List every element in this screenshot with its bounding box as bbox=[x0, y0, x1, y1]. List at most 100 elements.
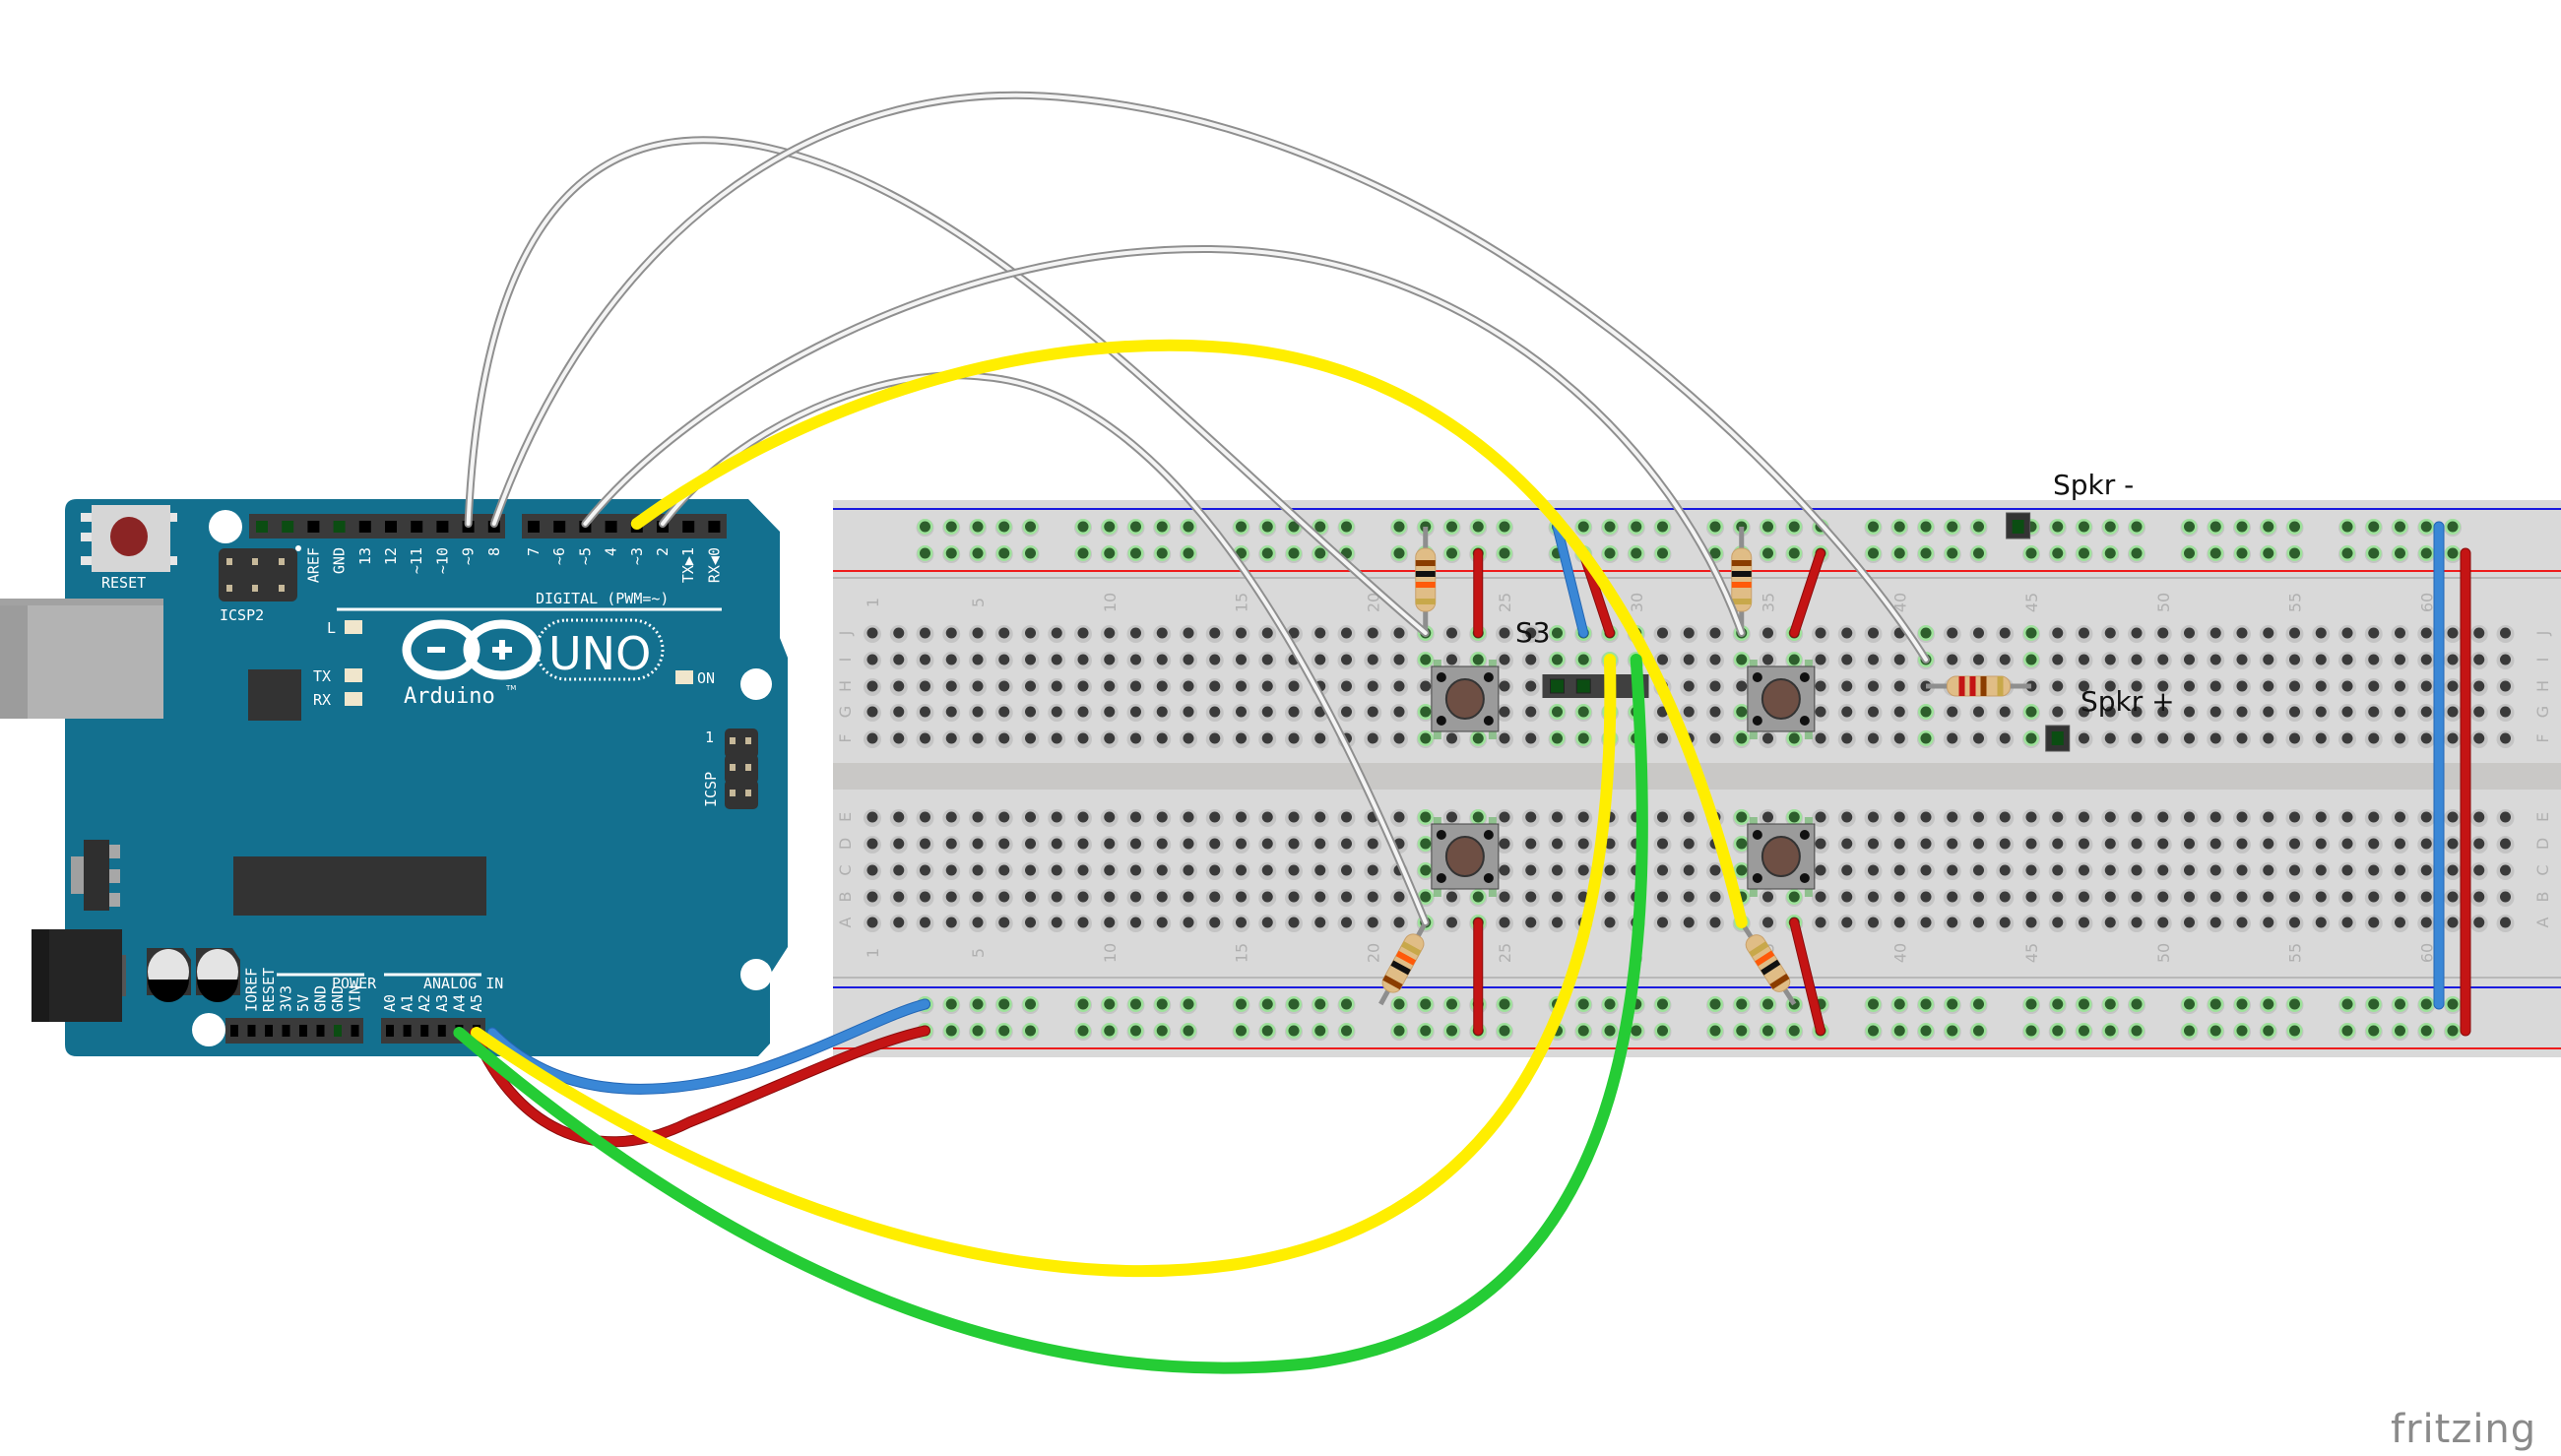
breadboard-hole[interactable] bbox=[1920, 917, 1932, 928]
breadboard-hole[interactable] bbox=[1341, 627, 1352, 639]
breadboard-hole[interactable] bbox=[1183, 811, 1194, 823]
breadboard-hole[interactable] bbox=[1499, 732, 1510, 744]
breadboard-hole[interactable] bbox=[1499, 864, 1510, 876]
breadboard-hole[interactable] bbox=[1868, 680, 1879, 692]
breadboard-hole[interactable] bbox=[1183, 680, 1194, 692]
breadboard-hole[interactable] bbox=[1683, 654, 1695, 665]
breadboard-hole[interactable] bbox=[2236, 732, 2248, 744]
breadboard-hole[interactable] bbox=[1868, 811, 1879, 823]
reset-button-cap[interactable] bbox=[110, 517, 148, 556]
breadboard-hole[interactable] bbox=[1156, 732, 1168, 744]
breadboard-hole[interactable] bbox=[1130, 680, 1141, 692]
breadboard-hole[interactable] bbox=[1156, 627, 1168, 639]
breadboard-hole[interactable] bbox=[920, 864, 930, 876]
analog-pin[interactable] bbox=[437, 1025, 446, 1037]
breadboard-hole[interactable] bbox=[893, 680, 905, 692]
breadboard-hole[interactable] bbox=[1973, 732, 1984, 744]
breadboard-hole[interactable] bbox=[1683, 811, 1695, 823]
breadboard-hole[interactable] bbox=[1130, 627, 1141, 639]
breadboard-hole[interactable] bbox=[893, 732, 905, 744]
breadboard-hole[interactable] bbox=[1025, 811, 1036, 823]
breadboard-hole[interactable] bbox=[2184, 680, 2195, 692]
breadboard-hole[interactable] bbox=[998, 891, 1010, 903]
breadboard-hole[interactable] bbox=[2447, 917, 2459, 928]
breadboard-hole[interactable] bbox=[2368, 838, 2380, 850]
breadboard-hole[interactable] bbox=[1367, 838, 1378, 850]
breadboard-hole[interactable] bbox=[1341, 680, 1352, 692]
breadboard-hole[interactable] bbox=[2289, 654, 2300, 665]
breadboard-hole[interactable] bbox=[1683, 627, 1695, 639]
breadboard-hole[interactable] bbox=[1973, 891, 1984, 903]
breadboard-hole[interactable] bbox=[1683, 917, 1695, 928]
breadboard-hole[interactable] bbox=[2157, 706, 2169, 718]
breadboard-hole[interactable] bbox=[920, 732, 930, 744]
breadboard-hole[interactable] bbox=[2395, 627, 2405, 639]
breadboard-hole[interactable] bbox=[2079, 864, 2089, 876]
breadboard-hole[interactable] bbox=[2315, 627, 2327, 639]
breadboard-hole[interactable] bbox=[1314, 654, 1326, 665]
breadboard-hole[interactable] bbox=[2025, 838, 2037, 850]
breadboard-hole[interactable] bbox=[1893, 891, 1905, 903]
wire-d3[interactable] bbox=[630, 339, 1748, 928]
breadboard-hole[interactable] bbox=[1051, 627, 1062, 639]
breadboard-hole[interactable] bbox=[1393, 680, 1405, 692]
breadboard-hole[interactable] bbox=[2395, 706, 2405, 718]
breadboard-hole[interactable] bbox=[1499, 811, 1510, 823]
breadboard-hole[interactable] bbox=[2209, 680, 2221, 692]
breadboard-hole[interactable] bbox=[1156, 654, 1168, 665]
breadboard-hole[interactable] bbox=[1236, 838, 1247, 850]
breadboard-hole[interactable] bbox=[1236, 917, 1247, 928]
header-pin[interactable] bbox=[1550, 678, 1565, 694]
breadboard-hole[interactable] bbox=[893, 917, 905, 928]
breadboard-hole[interactable] bbox=[1341, 654, 1352, 665]
breadboard-hole[interactable] bbox=[972, 654, 984, 665]
breadboard-hole[interactable] bbox=[1762, 917, 1773, 928]
breadboard-hole[interactable] bbox=[1499, 706, 1510, 718]
breadboard-hole[interactable] bbox=[2236, 864, 2248, 876]
breadboard-hole[interactable] bbox=[1499, 680, 1510, 692]
breadboard-hole[interactable] bbox=[1209, 732, 1221, 744]
resistor[interactable] bbox=[1739, 920, 1797, 1006]
breadboard-hole[interactable] bbox=[1288, 891, 1300, 903]
breadboard-hole[interactable] bbox=[2341, 917, 2353, 928]
breadboard-hole[interactable] bbox=[1288, 864, 1300, 876]
breadboard-hole[interactable] bbox=[2131, 838, 2143, 850]
breadboard-hole[interactable] bbox=[1025, 732, 1036, 744]
breadboard-hole[interactable] bbox=[1025, 838, 1036, 850]
breadboard-hole[interactable] bbox=[2104, 891, 2116, 903]
breadboard-hole[interactable] bbox=[2131, 706, 2143, 718]
breadboard-hole[interactable] bbox=[2420, 706, 2432, 718]
header-pin[interactable] bbox=[682, 521, 695, 533]
breadboard-hole[interactable] bbox=[972, 732, 984, 744]
breadboard-hole[interactable] bbox=[1893, 917, 1905, 928]
breadboard-hole[interactable] bbox=[2236, 706, 2248, 718]
breadboard-hole[interactable] bbox=[2263, 654, 2274, 665]
breadboard-hole[interactable] bbox=[1341, 811, 1352, 823]
breadboard-hole[interactable] bbox=[2500, 654, 2511, 665]
pushbutton[interactable] bbox=[1747, 660, 1816, 739]
breadboard-hole[interactable] bbox=[2500, 811, 2511, 823]
breadboard-hole[interactable] bbox=[1236, 680, 1247, 692]
breadboard-hole[interactable] bbox=[1051, 917, 1062, 928]
breadboard-hole[interactable] bbox=[2420, 917, 2432, 928]
breadboard-hole[interactable] bbox=[998, 838, 1010, 850]
breadboard-hole[interactable] bbox=[2052, 864, 2064, 876]
breadboard-hole[interactable] bbox=[1499, 627, 1510, 639]
breadboard-hole[interactable] bbox=[1183, 706, 1194, 718]
breadboard-hole[interactable] bbox=[1525, 732, 1537, 744]
breadboard-hole[interactable] bbox=[1183, 917, 1194, 928]
breadboard-hole[interactable] bbox=[2209, 654, 2221, 665]
breadboard-hole[interactable] bbox=[1947, 838, 1958, 850]
breadboard-hole[interactable] bbox=[2368, 811, 2380, 823]
breadboard-hole[interactable] bbox=[2420, 864, 2432, 876]
breadboard-hole[interactable] bbox=[2500, 917, 2511, 928]
breadboard-hole[interactable] bbox=[893, 811, 905, 823]
breadboard-hole[interactable] bbox=[945, 864, 957, 876]
breadboard-hole[interactable] bbox=[1999, 917, 2011, 928]
breadboard-hole[interactable] bbox=[1314, 732, 1326, 744]
breadboard-hole[interactable] bbox=[1077, 864, 1089, 876]
breadboard-hole[interactable] bbox=[1709, 680, 1721, 692]
breadboard-hole[interactable] bbox=[2209, 706, 2221, 718]
breadboard-hole[interactable] bbox=[2500, 732, 2511, 744]
breadboard-hole[interactable] bbox=[893, 654, 905, 665]
